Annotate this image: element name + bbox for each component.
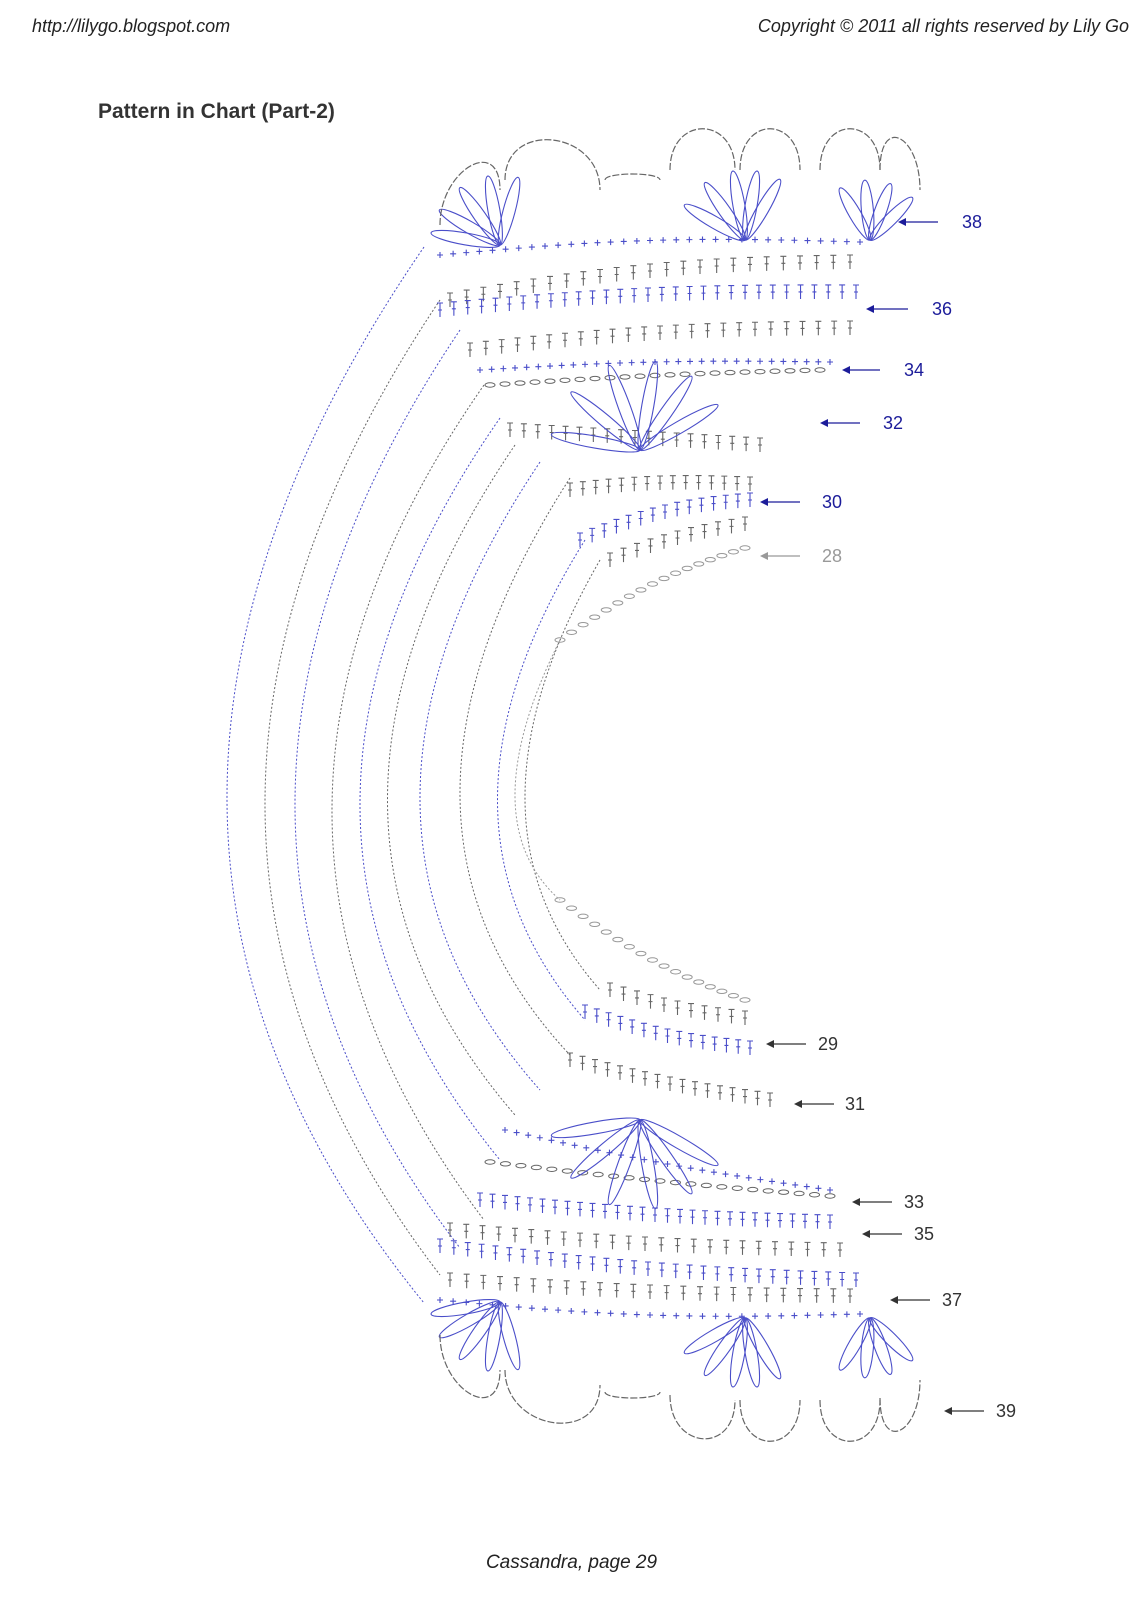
stitch-row (502, 1127, 833, 1193)
row-label-34: 34 (842, 360, 924, 380)
stitch-row (607, 982, 748, 1025)
connector-arcs (226, 246, 601, 1304)
petal-group (838, 1317, 914, 1379)
connector-arc (331, 384, 485, 1221)
chain-loop (504, 1369, 601, 1424)
svg-text:32: 32 (883, 413, 903, 433)
petal-group (550, 360, 719, 453)
svg-text:34: 34 (904, 360, 924, 380)
stitch-row (554, 545, 751, 643)
chain-loop (604, 1391, 661, 1399)
stitch-row (567, 1052, 773, 1107)
stitch-row (484, 367, 826, 388)
connector-arc (459, 477, 571, 1056)
petal-group (430, 1299, 521, 1372)
stitch-row (437, 236, 863, 258)
svg-text:37: 37 (942, 1290, 962, 1310)
connector-arc (524, 559, 601, 991)
chain-loop (879, 136, 921, 191)
row-label-35: 35 (862, 1224, 934, 1244)
chain-loop (669, 1394, 736, 1440)
petal-group (683, 1316, 782, 1388)
page-footer: Cassandra, page 29 (485, 1552, 658, 1573)
row-label-text: 38 (962, 212, 982, 232)
svg-text:39: 39 (996, 1401, 1016, 1421)
connector-arc (294, 329, 461, 1249)
connector-arc (387, 444, 516, 1116)
stitch-row (607, 516, 748, 567)
petal-group (550, 1117, 719, 1210)
stitch-row (507, 422, 763, 452)
stitch-row (447, 1272, 853, 1303)
stitch-row (582, 1004, 753, 1055)
row-label-32: 32 (820, 413, 903, 433)
stitch-row (554, 897, 751, 1003)
stitch-row (477, 1192, 833, 1229)
chain-loop (439, 1334, 501, 1399)
row-label-33: 33 (852, 1192, 924, 1212)
svg-text:29: 29 (818, 1034, 838, 1054)
svg-text:36: 36 (932, 299, 952, 319)
chain-loops (439, 128, 921, 1442)
chain-loop (604, 173, 661, 181)
stitch-row (477, 358, 833, 373)
chain-loop (819, 1399, 881, 1442)
connector-arc (514, 639, 561, 901)
stitch-row (567, 474, 753, 497)
stitch-row (437, 284, 859, 317)
stitch-row (577, 492, 753, 547)
stitch-row (447, 254, 853, 307)
connector-arc (497, 539, 586, 1021)
stitch-rows (430, 170, 914, 1388)
row-label-37: 37 (890, 1290, 962, 1310)
row-label-36: 36 (866, 299, 952, 319)
petal-group (430, 175, 521, 248)
page-title: Pattern in Chart (Part-2) (98, 100, 335, 123)
chain-loop (739, 128, 801, 171)
chain-loop (439, 161, 501, 226)
chain-loop (669, 128, 736, 171)
row-label-28: 28 (760, 546, 842, 566)
row-label-39: 39 (944, 1401, 1016, 1421)
row-label-30: 30 (760, 492, 842, 512)
chain-loop (739, 1399, 801, 1442)
blog-url: http://lilygo.blogspot.com (32, 16, 231, 36)
connector-arc (264, 299, 441, 1276)
row-label-38: 38 (898, 212, 982, 232)
stitch-row (467, 320, 853, 357)
row-label-29: 29 (766, 1034, 838, 1054)
chain-loop (504, 139, 601, 191)
svg-text:30: 30 (822, 492, 842, 512)
stitch-row (484, 1159, 836, 1199)
copyright-notice: Copyright © 2011 all rights reserved by … (757, 16, 1129, 36)
stitch-row (437, 1238, 859, 1287)
svg-text:33: 33 (904, 1192, 924, 1212)
svg-text:31: 31 (845, 1094, 865, 1114)
row-label-31: 31 (794, 1094, 865, 1114)
svg-text:35: 35 (914, 1224, 934, 1244)
stitch-row (447, 1222, 843, 1257)
row-labels: 38 36 34 32 30 28 (760, 212, 1016, 1421)
connector-arc (419, 461, 541, 1091)
petal-group (683, 170, 782, 242)
chain-loop (879, 1379, 921, 1432)
connector-arc (226, 246, 425, 1304)
chain-loop (819, 128, 881, 171)
svg-text:28: 28 (822, 546, 842, 566)
connector-arc (359, 417, 501, 1161)
petal-group (838, 179, 914, 241)
stitch-row (437, 1297, 863, 1320)
